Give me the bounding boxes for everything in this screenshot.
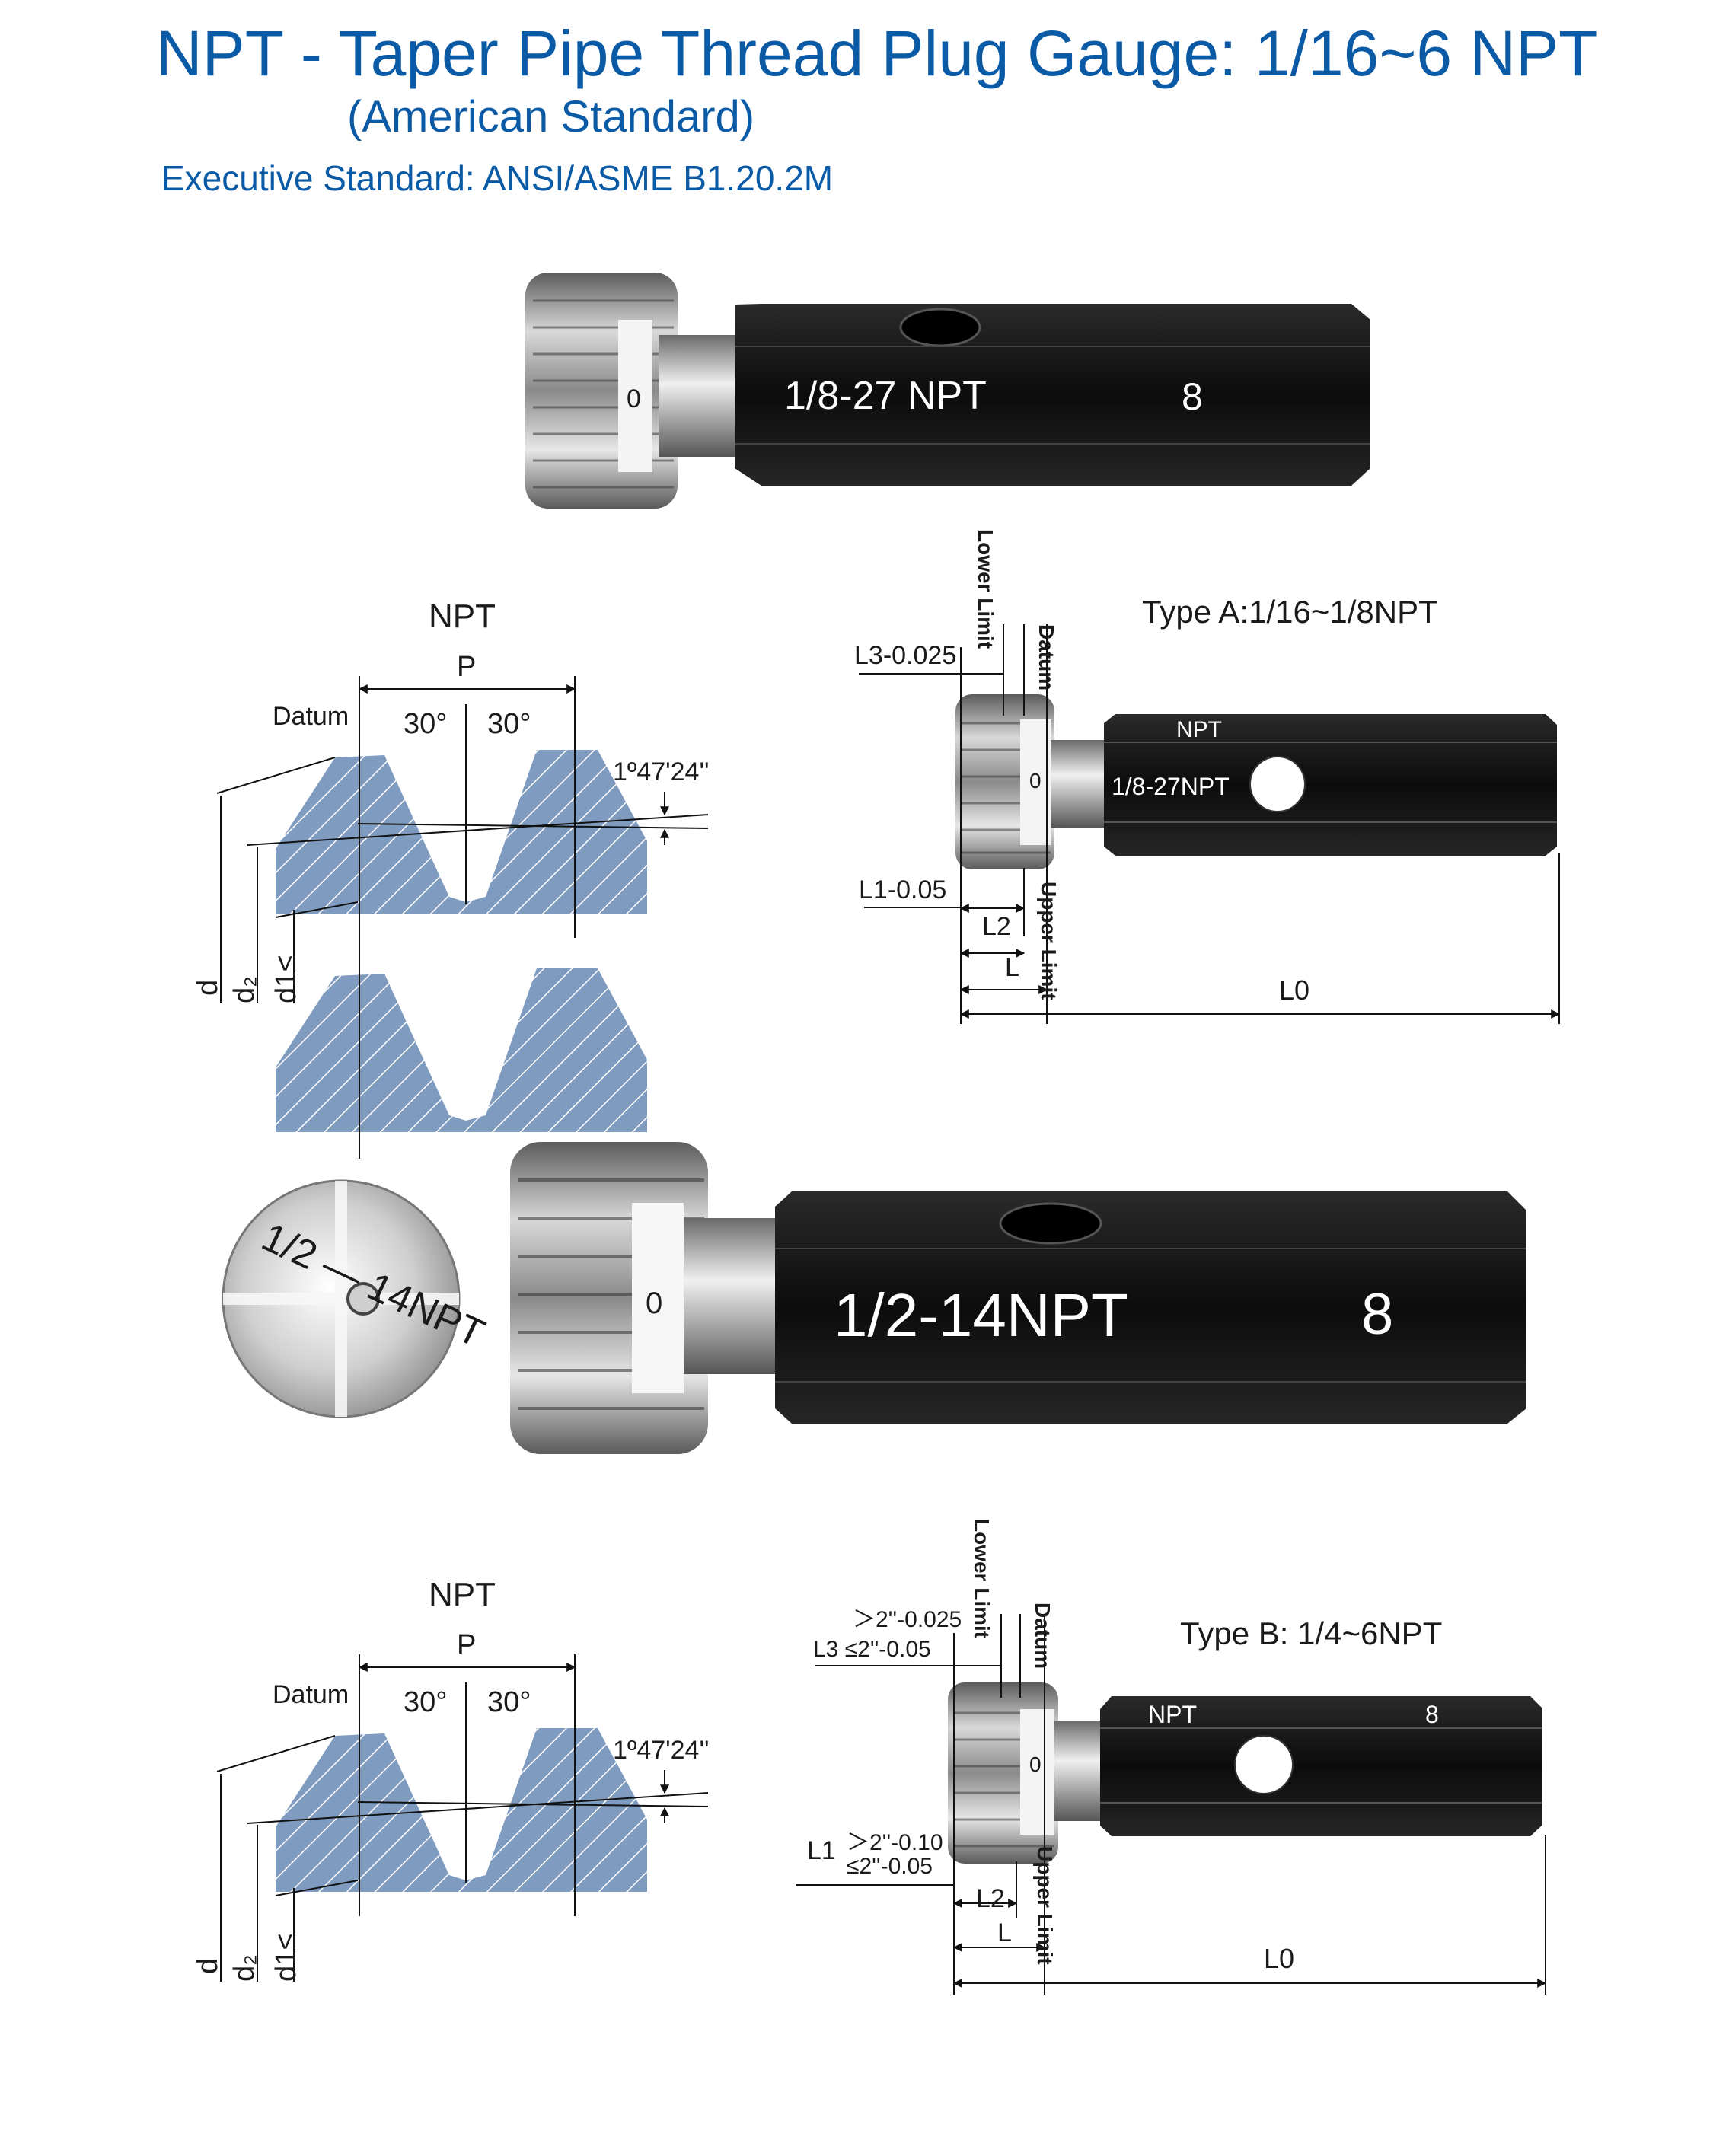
profile-2-d: d <box>192 1957 224 1974</box>
profile-2-taper: 1º47'24'' <box>613 1736 710 1765</box>
executive-standard: Executive Standard: ANSI/ASME B1.20.2M <box>161 158 834 198</box>
gauge-2-mark: 8 <box>1361 1282 1394 1347</box>
profile-2-d2: d₂ <box>228 1954 260 1982</box>
type-b-l2: L2 <box>976 1884 1005 1913</box>
type-a-handle-top: NPT <box>1176 717 1222 742</box>
profile-1-angle-left: 30° <box>404 708 448 740</box>
type-a-l0: L0 <box>1279 974 1310 1006</box>
type-b-face-mark: 0 <box>1029 1753 1042 1776</box>
profile-2-angle-right: 30° <box>487 1686 531 1718</box>
page-subtitle: (American Standard) <box>347 92 755 142</box>
gauge-2-face-mark: 0 <box>646 1287 663 1320</box>
profile-2-title: NPT <box>429 1576 496 1613</box>
type-a-gauge-drawing <box>859 624 1561 1024</box>
type-b-datum: Datum <box>1031 1603 1054 1670</box>
page-title: NPT - Taper Pipe Thread Plug Gauge: 1/16… <box>156 18 1598 89</box>
type-b-handle-mark: 8 <box>1425 1701 1439 1728</box>
type-b-lower-limit: Lower Limit <box>970 1519 994 1639</box>
type-b-l: L <box>997 1918 1012 1947</box>
type-a-l2: L2 <box>982 912 1011 941</box>
profile-1-d1: d1≤ <box>270 955 302 1003</box>
type-b-l1-label: L1 <box>807 1836 836 1865</box>
type-b-handle-top: NPT <box>1148 1701 1197 1728</box>
type-a-datum: Datum <box>1035 624 1058 691</box>
gauge-2-image <box>222 1142 1526 1454</box>
type-b-l3-gt: ＞2''-0.025 <box>853 1607 962 1632</box>
type-a-upper-limit: Upper Limit <box>1037 882 1061 1000</box>
profile-1-angle-right: 30° <box>487 708 531 740</box>
type-b-upper-limit: Upper Limit <box>1033 1846 1057 1965</box>
type-a-l3: L3-0.025 <box>854 641 957 670</box>
thread-profile-2-lines <box>216 1654 709 1982</box>
type-a-face-mark: 0 <box>1029 769 1042 793</box>
profile-1-title: NPT <box>429 598 496 635</box>
profile-1-datum: Datum <box>273 702 349 731</box>
type-a-lower-limit: Lower Limit <box>974 529 997 649</box>
thread-profile-2 <box>276 898 647 1159</box>
type-b-gauge-drawing <box>796 1614 1547 1995</box>
type-a-l1: L1-0.05 <box>859 875 947 904</box>
profile-1-pitch: P <box>457 651 477 683</box>
type-b-l1-gt: ＞2''-0.10 <box>847 1830 943 1855</box>
type-a-title: Type A:1/16~1/8NPT <box>1142 594 1438 630</box>
profile-1-taper: 1º47'24'' <box>613 757 710 786</box>
profile-2-datum: Datum <box>273 1680 349 1709</box>
gauge-2-thread-label: 1/2-14NPT <box>834 1281 1128 1349</box>
type-b-l1-le: ≤2''-0.05 <box>847 1854 933 1879</box>
profile-1-d: d <box>192 979 224 996</box>
type-b-l3-le: L3 ≤2''-0.05 <box>813 1637 931 1662</box>
profile-2-pitch: P <box>457 1629 477 1661</box>
type-a-handle-thread: 1/8-27NPT <box>1112 773 1230 800</box>
profile-1-d2: d₂ <box>228 976 260 1003</box>
gauge-1-face-mark: 0 <box>627 384 641 413</box>
profile-2-angle-left: 30° <box>404 1686 448 1718</box>
profile-2-d1: d1≤ <box>270 1933 302 1982</box>
type-a-l: L <box>1005 953 1019 982</box>
thread-profile-1 <box>216 676 709 1003</box>
gauge-1-image <box>525 273 1370 509</box>
gauge-1-thread-label: 1/8-27 NPT <box>784 374 987 418</box>
type-b-title: Type B: 1/4~6NPT <box>1180 1615 1443 1651</box>
gauge-1-mark: 8 <box>1182 375 1203 418</box>
type-b-l0: L0 <box>1264 1943 1295 1974</box>
